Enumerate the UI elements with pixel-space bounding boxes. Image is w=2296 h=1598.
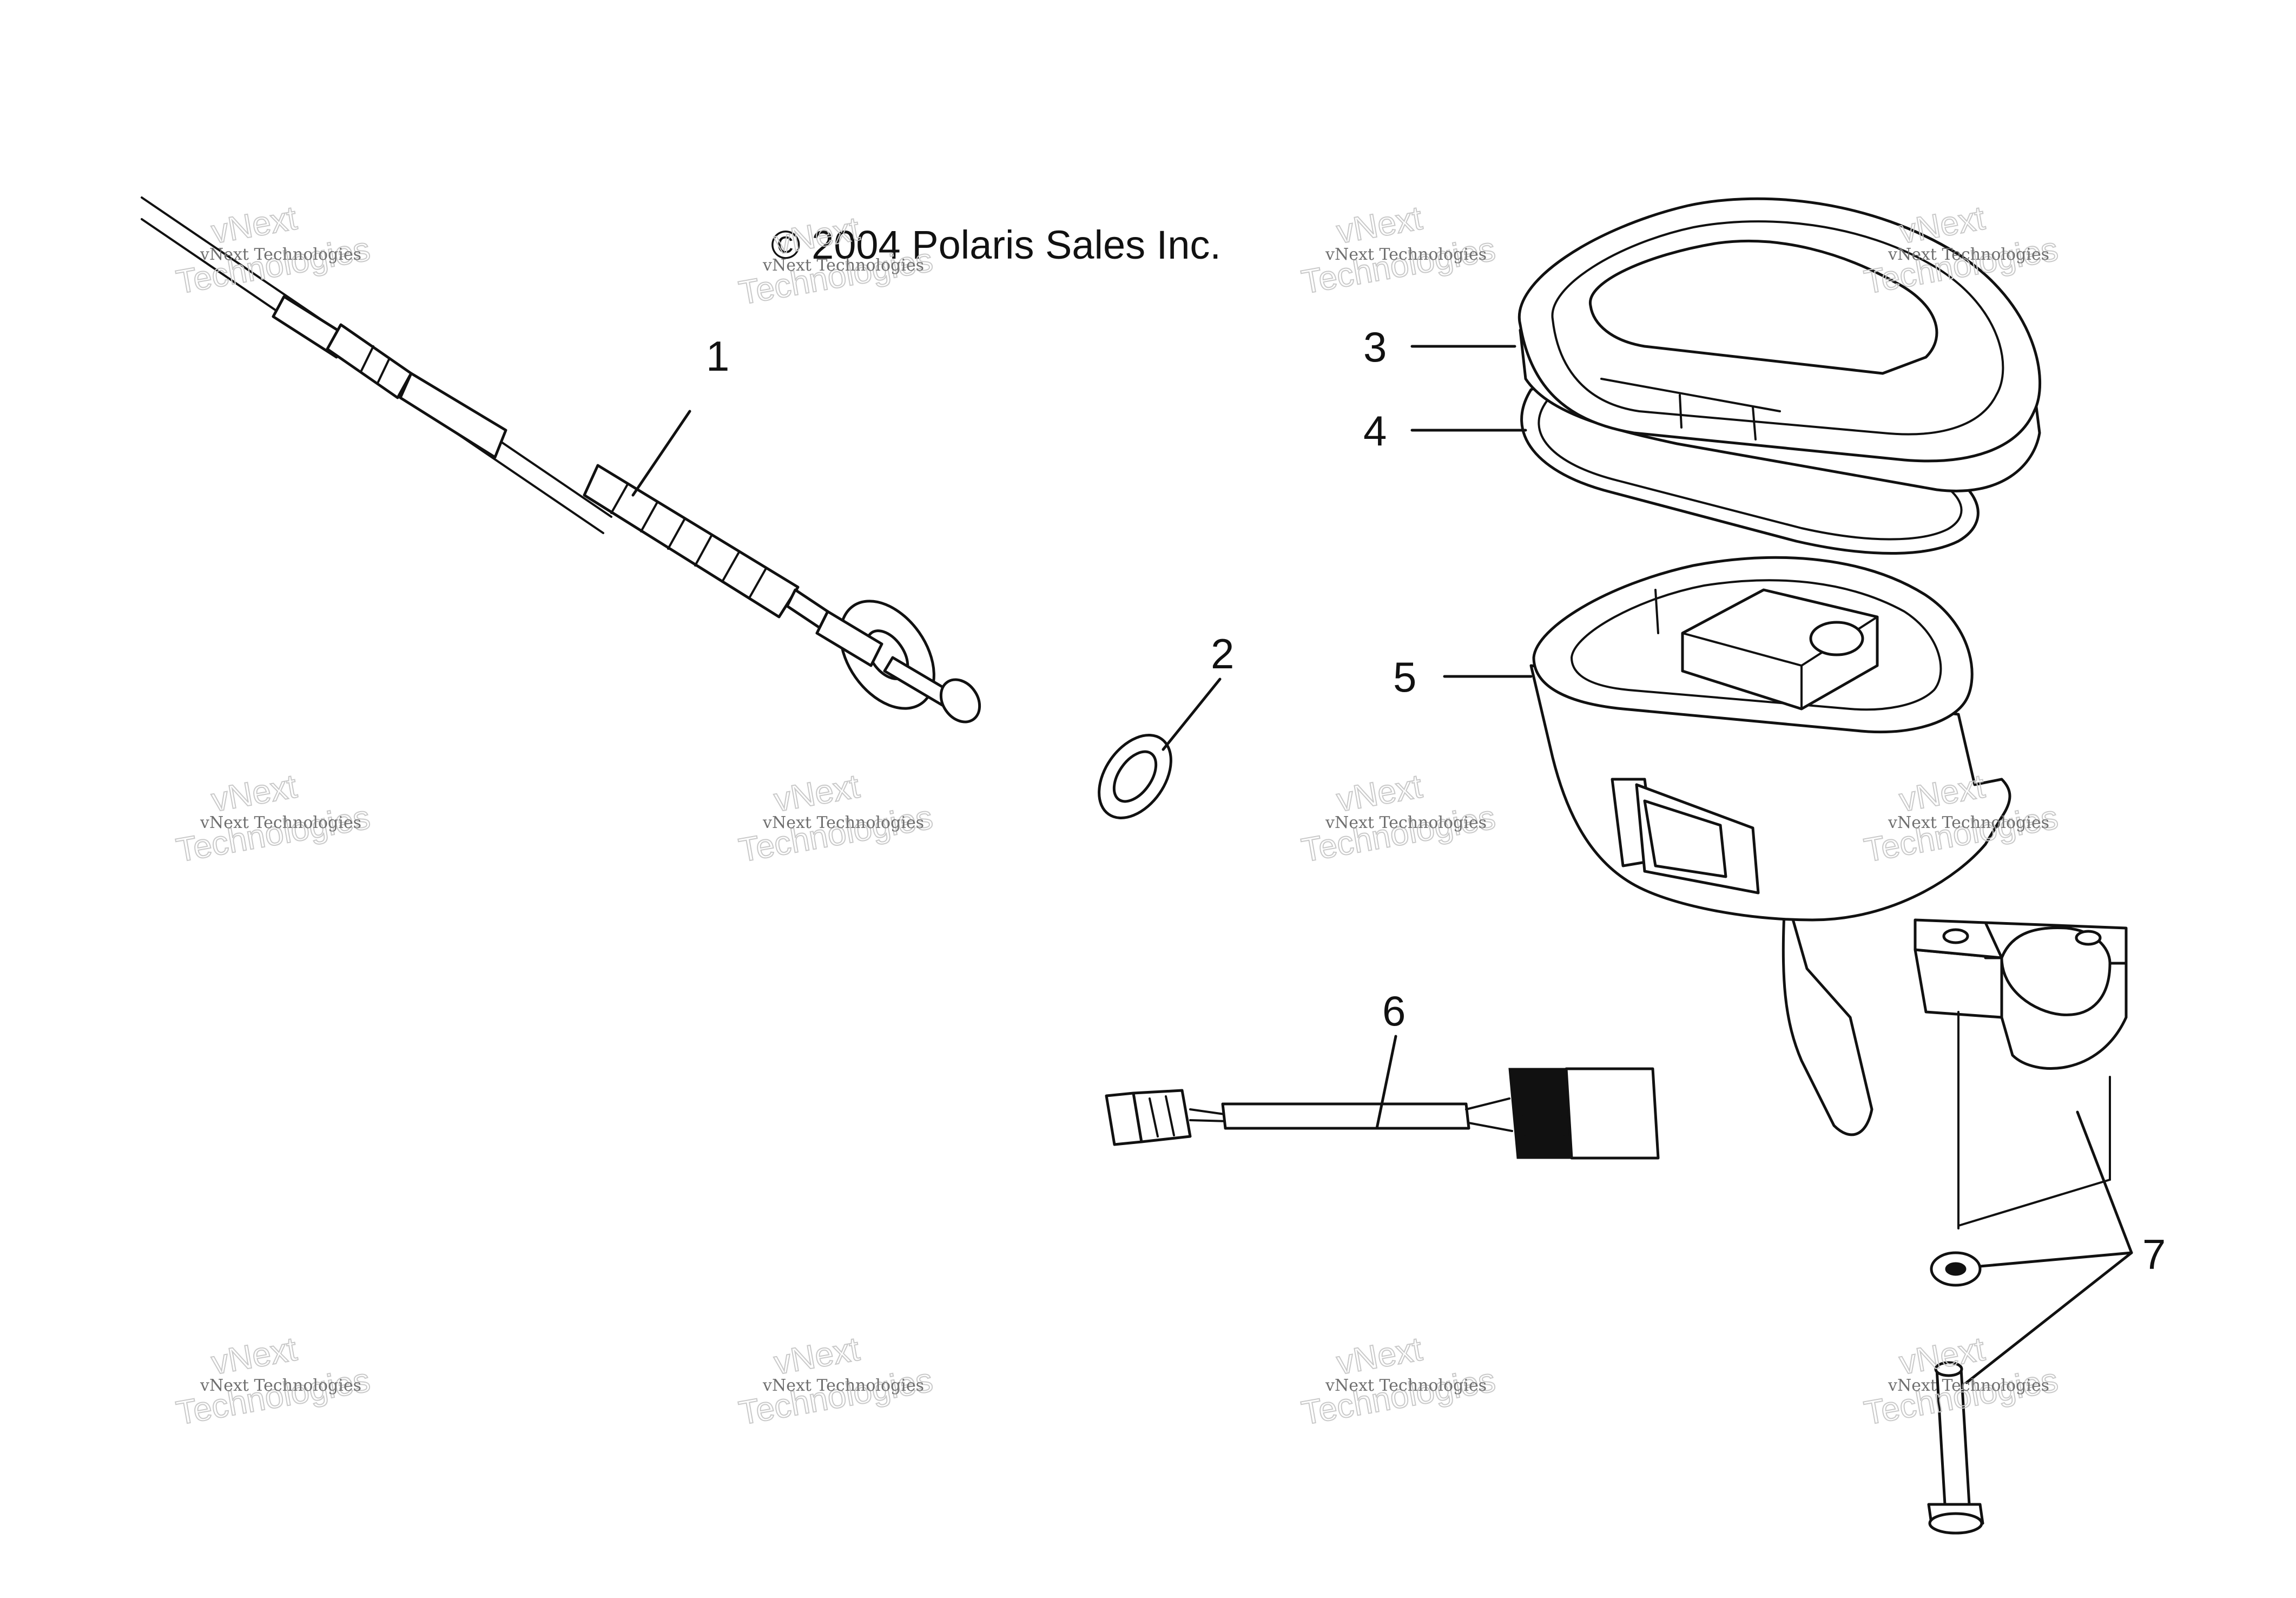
svg-text:vNext Technologies: vNext Technologies xyxy=(1325,245,1487,264)
svg-text:Technologies: Technologies xyxy=(1299,799,1498,870)
svg-text:vNext Technologies: vNext Technologies xyxy=(1888,1376,2049,1395)
svg-text:vNext: vNext xyxy=(209,199,300,251)
svg-text:vNext: vNext xyxy=(209,1330,300,1382)
watermark-tile: vNext Technologies vNext Technologies xyxy=(173,767,373,870)
callout-6: 6 xyxy=(1382,987,1406,1035)
svg-text:vNext Technologies: vNext Technologies xyxy=(200,245,361,264)
svg-text:Technologies: Technologies xyxy=(174,231,373,301)
leader-1 xyxy=(631,410,691,497)
svg-text:Technologies: Technologies xyxy=(736,1362,935,1432)
leader-2 xyxy=(1162,678,1222,751)
svg-text:vNext: vNext xyxy=(1334,1330,1425,1382)
watermark-tile: vNext Technologies vNext Technologies xyxy=(1298,767,1499,870)
watermark-tile: vNext Technologies vNext Technologies xyxy=(1298,1330,1499,1432)
callout-7: 7 xyxy=(2142,1231,2166,1278)
part-6-wire-harness xyxy=(1105,1067,1660,1160)
svg-text:vNext: vNext xyxy=(771,1330,862,1382)
callout-4: 4 xyxy=(1363,407,1387,455)
copyright-text: © 2004 Polaris Sales Inc. xyxy=(771,222,1221,267)
svg-text:vNext Technologies: vNext Technologies xyxy=(1888,245,2049,264)
svg-text:vNext Technologies: vNext Technologies xyxy=(200,1376,361,1395)
svg-text:Technologies: Technologies xyxy=(1299,1362,1498,1432)
callout-2: 2 xyxy=(1211,630,1234,678)
svg-text:Technologies: Technologies xyxy=(174,1362,373,1432)
svg-text:Technologies: Technologies xyxy=(174,799,373,870)
callout-3: 3 xyxy=(1363,323,1387,371)
part-5-throttle-housing xyxy=(1529,556,2011,1136)
svg-text:vNext Technologies: vNext Technologies xyxy=(1888,813,2049,832)
svg-text:Technologies: Technologies xyxy=(736,799,935,870)
part-2-washer xyxy=(1098,734,1172,819)
svg-text:vNext Technologies: vNext Technologies xyxy=(1325,1376,1487,1395)
svg-text:vNext: vNext xyxy=(1334,199,1425,251)
part-1-throttle-cable xyxy=(141,196,981,724)
svg-text:vNext: vNext xyxy=(1897,1330,1988,1382)
leader-7b xyxy=(1978,1251,2133,1268)
leader-6 xyxy=(1375,1035,1397,1130)
svg-text:vNext Technologies: vNext Technologies xyxy=(762,1376,924,1395)
watermark-tile: vNext Technologies vNext Technologies xyxy=(736,767,936,870)
callout-1: 1 xyxy=(706,332,729,380)
svg-text:vNext Technologies: vNext Technologies xyxy=(762,813,924,832)
watermark-tile: vNext Technologies vNext Technologies xyxy=(173,1330,373,1432)
part-7-clamp-kit xyxy=(1914,918,2128,1535)
svg-text:vNext: vNext xyxy=(771,767,862,819)
svg-text:Technologies: Technologies xyxy=(1299,231,1498,301)
svg-text:vNext: vNext xyxy=(1334,767,1425,819)
callout-5: 5 xyxy=(1393,653,1416,701)
svg-text:vNext Technologies: vNext Technologies xyxy=(200,813,361,832)
svg-text:vNext Technologies: vNext Technologies xyxy=(1325,813,1487,832)
leader-7a xyxy=(2076,1110,2133,1254)
leader-7c xyxy=(1965,1251,2133,1384)
part-3-cover xyxy=(1518,197,2041,492)
svg-text:vNext: vNext xyxy=(209,767,300,819)
svg-text:vNext Technologies: vNext Technologies xyxy=(762,256,924,275)
watermark-tile: vNext Technologies vNext Technologies xyxy=(736,1330,936,1432)
watermark-tile: vNext Technologies vNext Technologies xyxy=(1298,199,1499,301)
svg-text:vNext: vNext xyxy=(1897,199,1988,251)
